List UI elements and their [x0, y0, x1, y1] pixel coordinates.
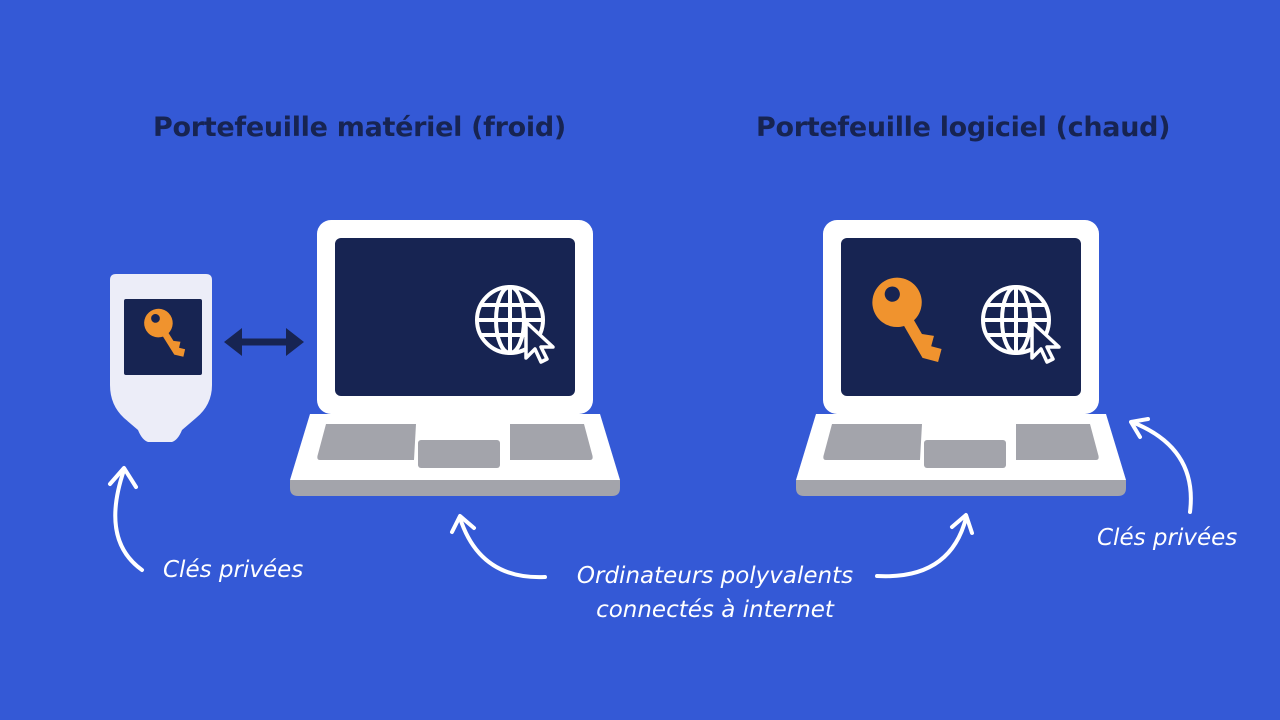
- laptop-hot: [796, 220, 1126, 496]
- curved-arrow-icon: [450, 514, 547, 580]
- computers-caption: Ordinateurs polyvalents connectés à inte…: [545, 559, 885, 627]
- curved-arrow-icon: [1129, 417, 1193, 514]
- software-wallet-title: Portefeuille logiciel (chaud): [756, 112, 1171, 143]
- private-keys-caption-right: Clés privées: [1097, 525, 1238, 551]
- laptop-screen: [841, 238, 1081, 396]
- computers-caption-line1: Ordinateurs polyvalents: [576, 563, 854, 589]
- laptop-screen: [335, 238, 575, 396]
- double-arrow-icon: [224, 328, 304, 356]
- laptop-cold: [290, 220, 620, 496]
- private-keys-caption-left: Clés privées: [163, 557, 304, 583]
- curved-arrow-icon: [108, 466, 144, 572]
- hardware-wallet-device: [110, 274, 212, 442]
- computers-caption-line2: connectés à internet: [596, 597, 834, 623]
- curved-arrow-icon: [875, 513, 974, 579]
- hardware-wallet-title: Portefeuille matériel (froid): [153, 112, 566, 143]
